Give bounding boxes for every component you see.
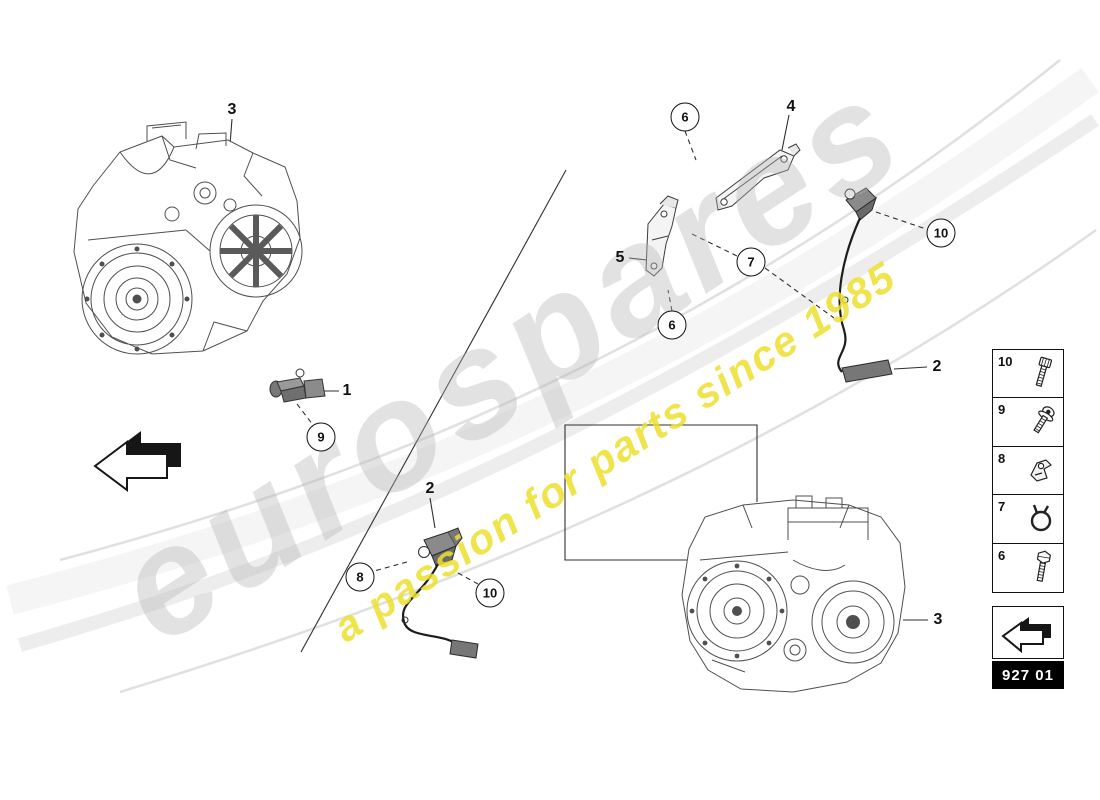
legend-number: 10: [998, 354, 1013, 369]
callout-fastener-8[interactable]: 8: [345, 562, 375, 592]
gearbox-drawing-bottom-right: [681, 495, 906, 693]
legend-item-6[interactable]: 6: [992, 542, 1064, 593]
speed-sender-1-drawing: [269, 368, 326, 403]
legend-number: 6: [998, 547, 1006, 563]
legend-number: 9: [998, 402, 1006, 418]
callout-sender-right[interactable]: 2: [932, 358, 942, 375]
hose-clamp-icon: [1030, 504, 1052, 532]
legend-number: 7: [998, 499, 1006, 515]
leader-lines: [228, 114, 928, 653]
callout-fastener-6-top[interactable]: 6: [670, 102, 700, 132]
gearbox-drawing-top-left: [73, 121, 303, 355]
callout-sender-front[interactable]: 1: [342, 382, 352, 399]
bracket-4-drawing: [715, 143, 801, 211]
callout-fastener-6-bottom[interactable]: 6: [657, 310, 687, 340]
callout-gearbox-top[interactable]: 3: [227, 101, 237, 118]
retaining-clip-icon: [1030, 459, 1052, 482]
bracket-5-drawing: [645, 195, 679, 277]
legend-item-7[interactable]: 7: [992, 494, 1064, 545]
back-arrow-button[interactable]: [992, 606, 1064, 659]
legend-item-10[interactable]: 10: [992, 349, 1064, 399]
callout-sender-middle[interactable]: 2: [425, 480, 435, 497]
callout-fastener-10-middle[interactable]: 10: [475, 578, 505, 608]
diagram-code-badge: 927 01: [992, 661, 1064, 689]
speed-sender-2-middle-drawing: [401, 527, 479, 659]
dashed-leader-lines: [296, 130, 927, 585]
flange-screw-icon: [1033, 406, 1055, 434]
legend-item-9[interactable]: 9: [992, 397, 1064, 448]
callout-fastener-9[interactable]: 9: [306, 422, 336, 452]
socket-head-bolt-icon: [1035, 356, 1053, 387]
callout-bracket-4[interactable]: 4: [786, 98, 796, 115]
legend-number: 8: [998, 450, 1006, 466]
callout-fastener-10-right[interactable]: 10: [926, 218, 956, 248]
speed-sender-2-right-drawing: [837, 187, 893, 383]
callout-gearbox-bottom[interactable]: 3: [933, 611, 943, 628]
direction-arrow-icon: [93, 431, 181, 492]
fasteners-legend: 10 9: [992, 349, 1064, 593]
callout-bracket-5[interactable]: 5: [615, 249, 625, 266]
hex-bolt-icon: [1036, 550, 1051, 582]
callout-fastener-7[interactable]: 7: [736, 247, 766, 277]
back-arrow-icon: [1001, 616, 1051, 653]
legend-item-8[interactable]: 8: [992, 445, 1064, 496]
